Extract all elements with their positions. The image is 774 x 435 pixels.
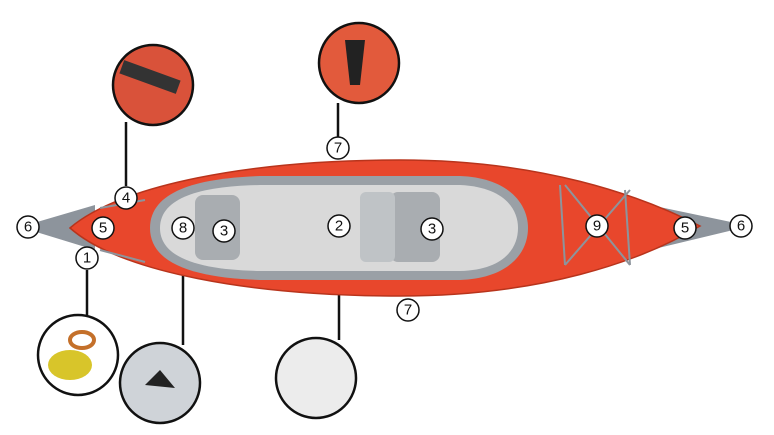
callout-7-top: 7 xyxy=(326,136,350,160)
svg-text:5: 5 xyxy=(99,220,107,237)
inset-floor-material xyxy=(274,336,358,420)
svg-text:7: 7 xyxy=(334,140,342,157)
rear-seat-back xyxy=(360,192,395,262)
svg-text:6: 6 xyxy=(24,219,32,236)
svg-text:9: 9 xyxy=(593,218,601,235)
callout-7-bottom: 7 xyxy=(396,298,420,322)
rear-seat xyxy=(390,192,440,262)
svg-text:1: 1 xyxy=(83,250,91,267)
svg-text:3: 3 xyxy=(220,223,228,240)
svg-text:3: 3 xyxy=(428,221,436,238)
callout-6-bow: 6 xyxy=(16,215,40,239)
callout-4: 4 xyxy=(114,186,138,210)
callout-9: 9 xyxy=(585,214,609,238)
callout-8: 8 xyxy=(171,216,195,240)
callout-2: 2 xyxy=(327,214,351,238)
callout-5-stern: 5 xyxy=(673,216,697,240)
callout-3-rear: 3 xyxy=(420,217,444,241)
svg-text:4: 4 xyxy=(122,190,130,207)
svg-text:2: 2 xyxy=(335,218,343,235)
callout-5-bow: 5 xyxy=(91,216,115,240)
bow-tip xyxy=(20,205,95,250)
inset-details xyxy=(48,40,365,388)
svg-text:5: 5 xyxy=(681,220,689,237)
callout-3-front: 3 xyxy=(212,219,236,243)
svg-text:7: 7 xyxy=(404,302,412,319)
callout-1: 1 xyxy=(75,246,99,270)
svg-text:8: 8 xyxy=(179,220,187,237)
callout-6-stern: 6 xyxy=(729,214,753,238)
svg-text:6: 6 xyxy=(737,218,745,235)
